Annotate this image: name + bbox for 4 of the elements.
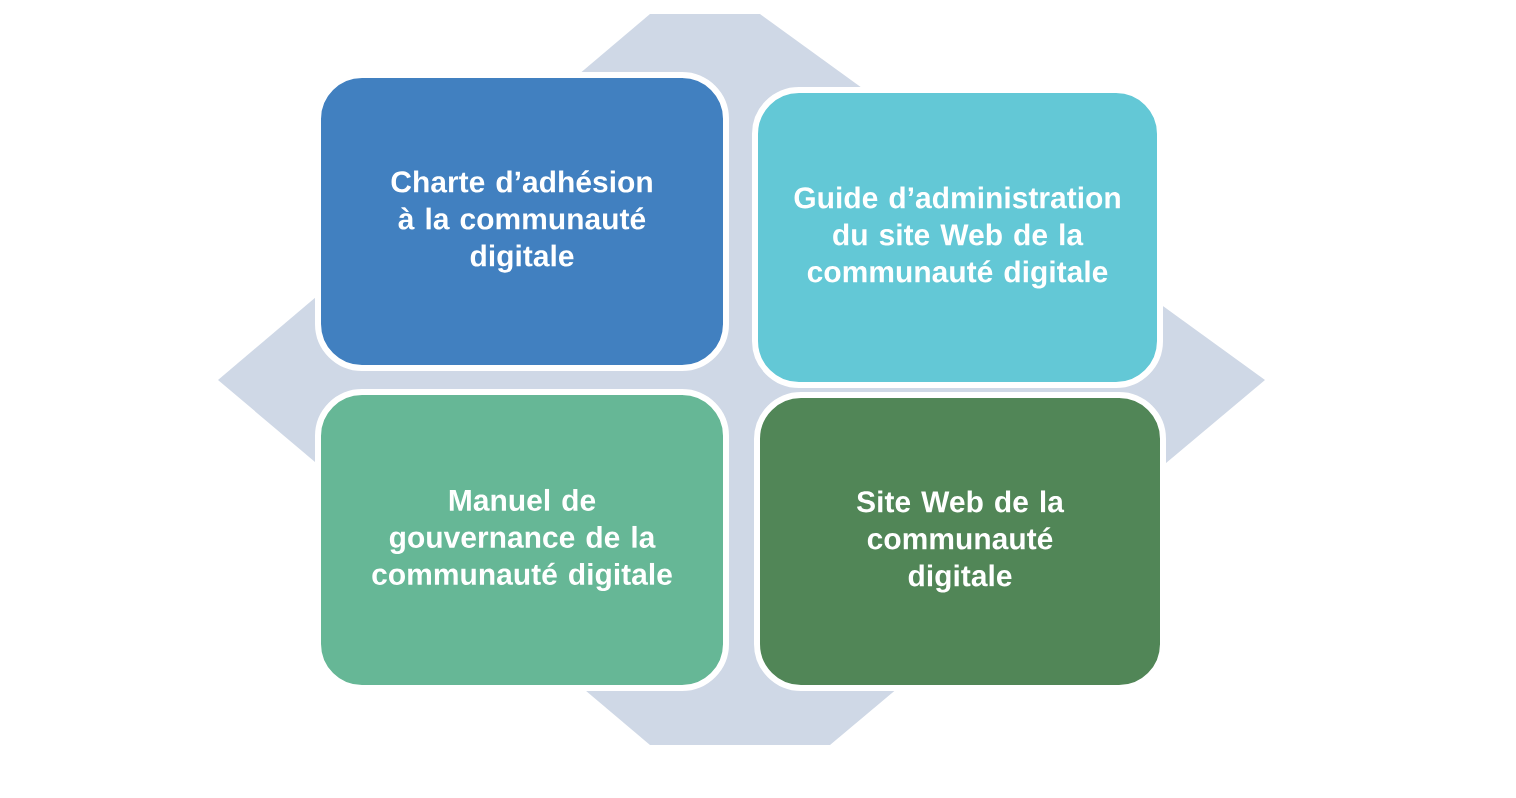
rounded-box: Manuel de gouvernance de la communauté digitale — [315, 389, 729, 691]
rounded-box: Guide d’administration du site Web de la communauté digitale — [752, 87, 1163, 388]
rounded-box: Site Web de la communauté digitale — [754, 392, 1166, 691]
rounded-box: Charte d’adhésion à la communauté digitale — [315, 72, 729, 371]
